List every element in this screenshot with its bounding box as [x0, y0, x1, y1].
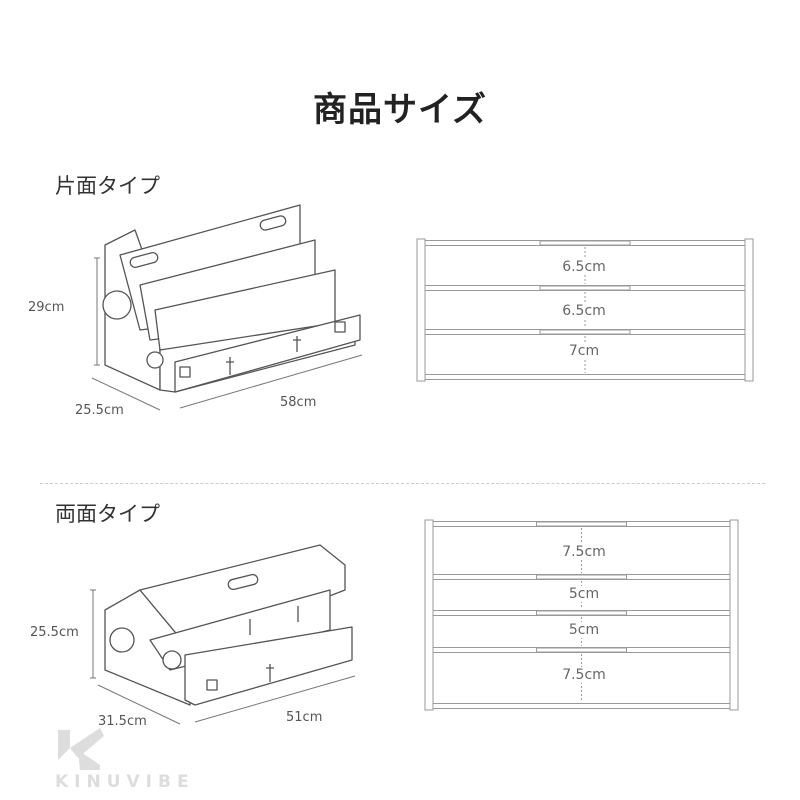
frame-side-left	[424, 519, 434, 711]
rail-handle	[536, 521, 627, 527]
double-height-dim: 25.5cm	[30, 625, 79, 640]
single-depth-dim: 25.5cm	[75, 403, 124, 418]
frame-side-right	[744, 238, 754, 382]
single-type-label: 片面タイプ	[55, 174, 160, 198]
double-width-dim: 51cm	[286, 710, 323, 725]
rail-handle	[536, 574, 627, 580]
rail-handle	[536, 647, 627, 653]
double-gap-1: 7.5cm	[561, 544, 607, 560]
rail	[432, 703, 731, 709]
frame-side-right	[729, 519, 739, 711]
rail-handle	[536, 610, 627, 616]
double-gap-3: 5cm	[567, 622, 601, 638]
page-title: 商品サイズ	[313, 90, 487, 130]
double-gap-4: 7.5cm	[561, 667, 607, 683]
single-product-drawing	[102, 204, 361, 393]
rail-handle	[539, 240, 631, 246]
single-width-dim: 58cm	[280, 395, 317, 410]
single-gap-3: 7cm	[567, 343, 601, 359]
rail-handle	[539, 285, 631, 291]
double-product-drawing	[104, 544, 353, 706]
frame-side-left	[416, 238, 426, 382]
double-depth-dim: 31.5cm	[98, 714, 147, 729]
brand-logo-mark	[58, 728, 104, 770]
rail	[424, 374, 746, 380]
double-gap-2: 5cm	[567, 586, 601, 602]
section-divider	[40, 483, 765, 484]
brand-logo-text: KINUVIBE	[55, 772, 195, 792]
double-type-label: 両面タイプ	[55, 502, 160, 526]
single-gap-2: 6.5cm	[561, 303, 607, 319]
rail-handle	[539, 329, 631, 335]
single-height-dim: 29cm	[28, 300, 65, 315]
single-gap-1: 6.5cm	[561, 259, 607, 275]
single-top-view	[416, 238, 754, 382]
